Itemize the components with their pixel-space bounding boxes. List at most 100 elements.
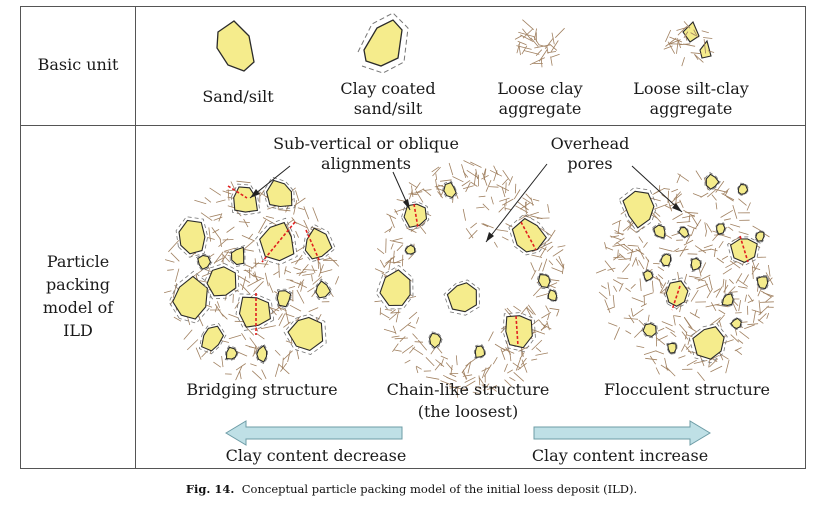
clay-fiber <box>612 295 615 307</box>
clay-fiber <box>259 189 265 197</box>
clay-fiber <box>768 264 771 277</box>
clay-fiber <box>657 266 665 272</box>
clay-fiber <box>721 255 729 260</box>
clay-fiber <box>214 305 218 313</box>
sand-silt-particle <box>642 323 657 337</box>
clay-fiber <box>530 262 536 272</box>
clay-fiber <box>614 237 625 246</box>
clay-coating <box>235 293 275 331</box>
clay-fiber <box>506 307 513 314</box>
clay-fiber <box>252 346 260 357</box>
clay-fiber <box>550 56 553 66</box>
clay-fiber <box>683 316 693 329</box>
clay-fiber <box>663 45 673 50</box>
clay-fiber <box>297 281 302 289</box>
clay-fiber <box>625 287 631 292</box>
clay-coating <box>536 272 552 290</box>
sand-silt-particle <box>276 290 292 308</box>
clay-fiber <box>485 179 492 192</box>
clay-fiber <box>297 207 305 210</box>
clay-fiber <box>173 316 182 322</box>
clay-coating <box>255 217 298 266</box>
clay-fiber <box>540 322 548 332</box>
clay-coating <box>198 323 227 355</box>
clay-fiber <box>489 169 503 177</box>
clay-fiber <box>631 297 644 303</box>
clay-fiber <box>632 308 644 317</box>
clay-coating <box>659 252 673 268</box>
clay-fiber <box>490 196 494 205</box>
sand-silt-particle <box>737 183 749 195</box>
clay-fiber <box>765 272 774 286</box>
clay-fiber <box>390 309 396 314</box>
clay-fiber <box>501 236 509 241</box>
clay-fiber <box>254 271 258 281</box>
clay-fiber <box>665 326 676 333</box>
clay-fiber <box>448 162 454 176</box>
clay-fiber <box>694 309 698 317</box>
clay-decrease-label: Clay content decrease <box>226 446 407 465</box>
clay-fiber <box>488 331 494 342</box>
sand-silt-particle <box>505 315 533 349</box>
clay-fiber <box>478 195 486 198</box>
clay-fiber <box>694 219 702 230</box>
clay-fiber <box>236 180 251 184</box>
clay-fiber <box>209 213 221 218</box>
pointer-arrow-head <box>486 232 494 242</box>
clay-coating <box>547 288 559 303</box>
clay-fiber <box>686 334 693 338</box>
sand-silt-particle <box>197 254 212 270</box>
clay-fiber <box>681 331 689 340</box>
clay-fiber <box>390 311 401 314</box>
clay-fiber <box>709 358 718 368</box>
clay-fiber <box>437 347 443 354</box>
sand-silt-particle <box>178 219 206 255</box>
clay-fiber <box>547 51 557 54</box>
clay-fiber <box>718 240 724 249</box>
clay-fiber <box>478 377 485 386</box>
clay-fiber <box>604 260 615 272</box>
clay-fiber <box>406 227 417 233</box>
clay-fiber <box>261 369 267 379</box>
sand-silt-particle <box>678 226 690 239</box>
clay-fiber <box>693 360 708 364</box>
clay-fiber <box>274 349 281 356</box>
clay-fiber <box>296 271 307 275</box>
clay-fiber <box>493 241 498 248</box>
clay-fiber <box>319 269 333 274</box>
clay-fiber <box>673 247 680 252</box>
table-frame <box>20 6 806 469</box>
clay-fiber <box>747 323 759 326</box>
clay-fiber <box>455 355 458 366</box>
clay-fiber <box>703 39 706 54</box>
clay-fiber <box>483 168 487 181</box>
clay-fiber <box>476 206 485 209</box>
sand-silt-particle <box>474 345 486 359</box>
clay-fiber <box>700 262 707 273</box>
clay-fiber <box>437 191 444 199</box>
clay-fiber <box>725 359 730 374</box>
clay-fiber <box>522 215 532 218</box>
clay-fiber <box>727 226 734 231</box>
clay-fiber <box>651 212 662 223</box>
clay-fiber <box>517 362 527 371</box>
clay-fiber <box>302 269 318 271</box>
clay-fiber <box>717 351 729 360</box>
clay-coating <box>715 222 727 236</box>
clay-fiber <box>706 223 713 233</box>
clay-coating <box>473 344 487 360</box>
clay-coating <box>652 223 667 240</box>
clay-fiber <box>548 260 554 266</box>
clay-fiber <box>631 257 637 267</box>
clay-fiber <box>167 269 174 271</box>
sand-silt-particle <box>304 227 333 260</box>
clay-fiber <box>531 358 538 361</box>
clay-fiber <box>431 166 440 173</box>
clay-fiber <box>665 29 672 42</box>
clay-fiber <box>299 279 305 286</box>
row-header-line: packing <box>46 275 110 294</box>
clay-fiber <box>505 223 513 228</box>
clay-fiber <box>550 53 560 58</box>
clay-fiber <box>296 349 300 360</box>
sand-silt-particle <box>446 282 477 313</box>
